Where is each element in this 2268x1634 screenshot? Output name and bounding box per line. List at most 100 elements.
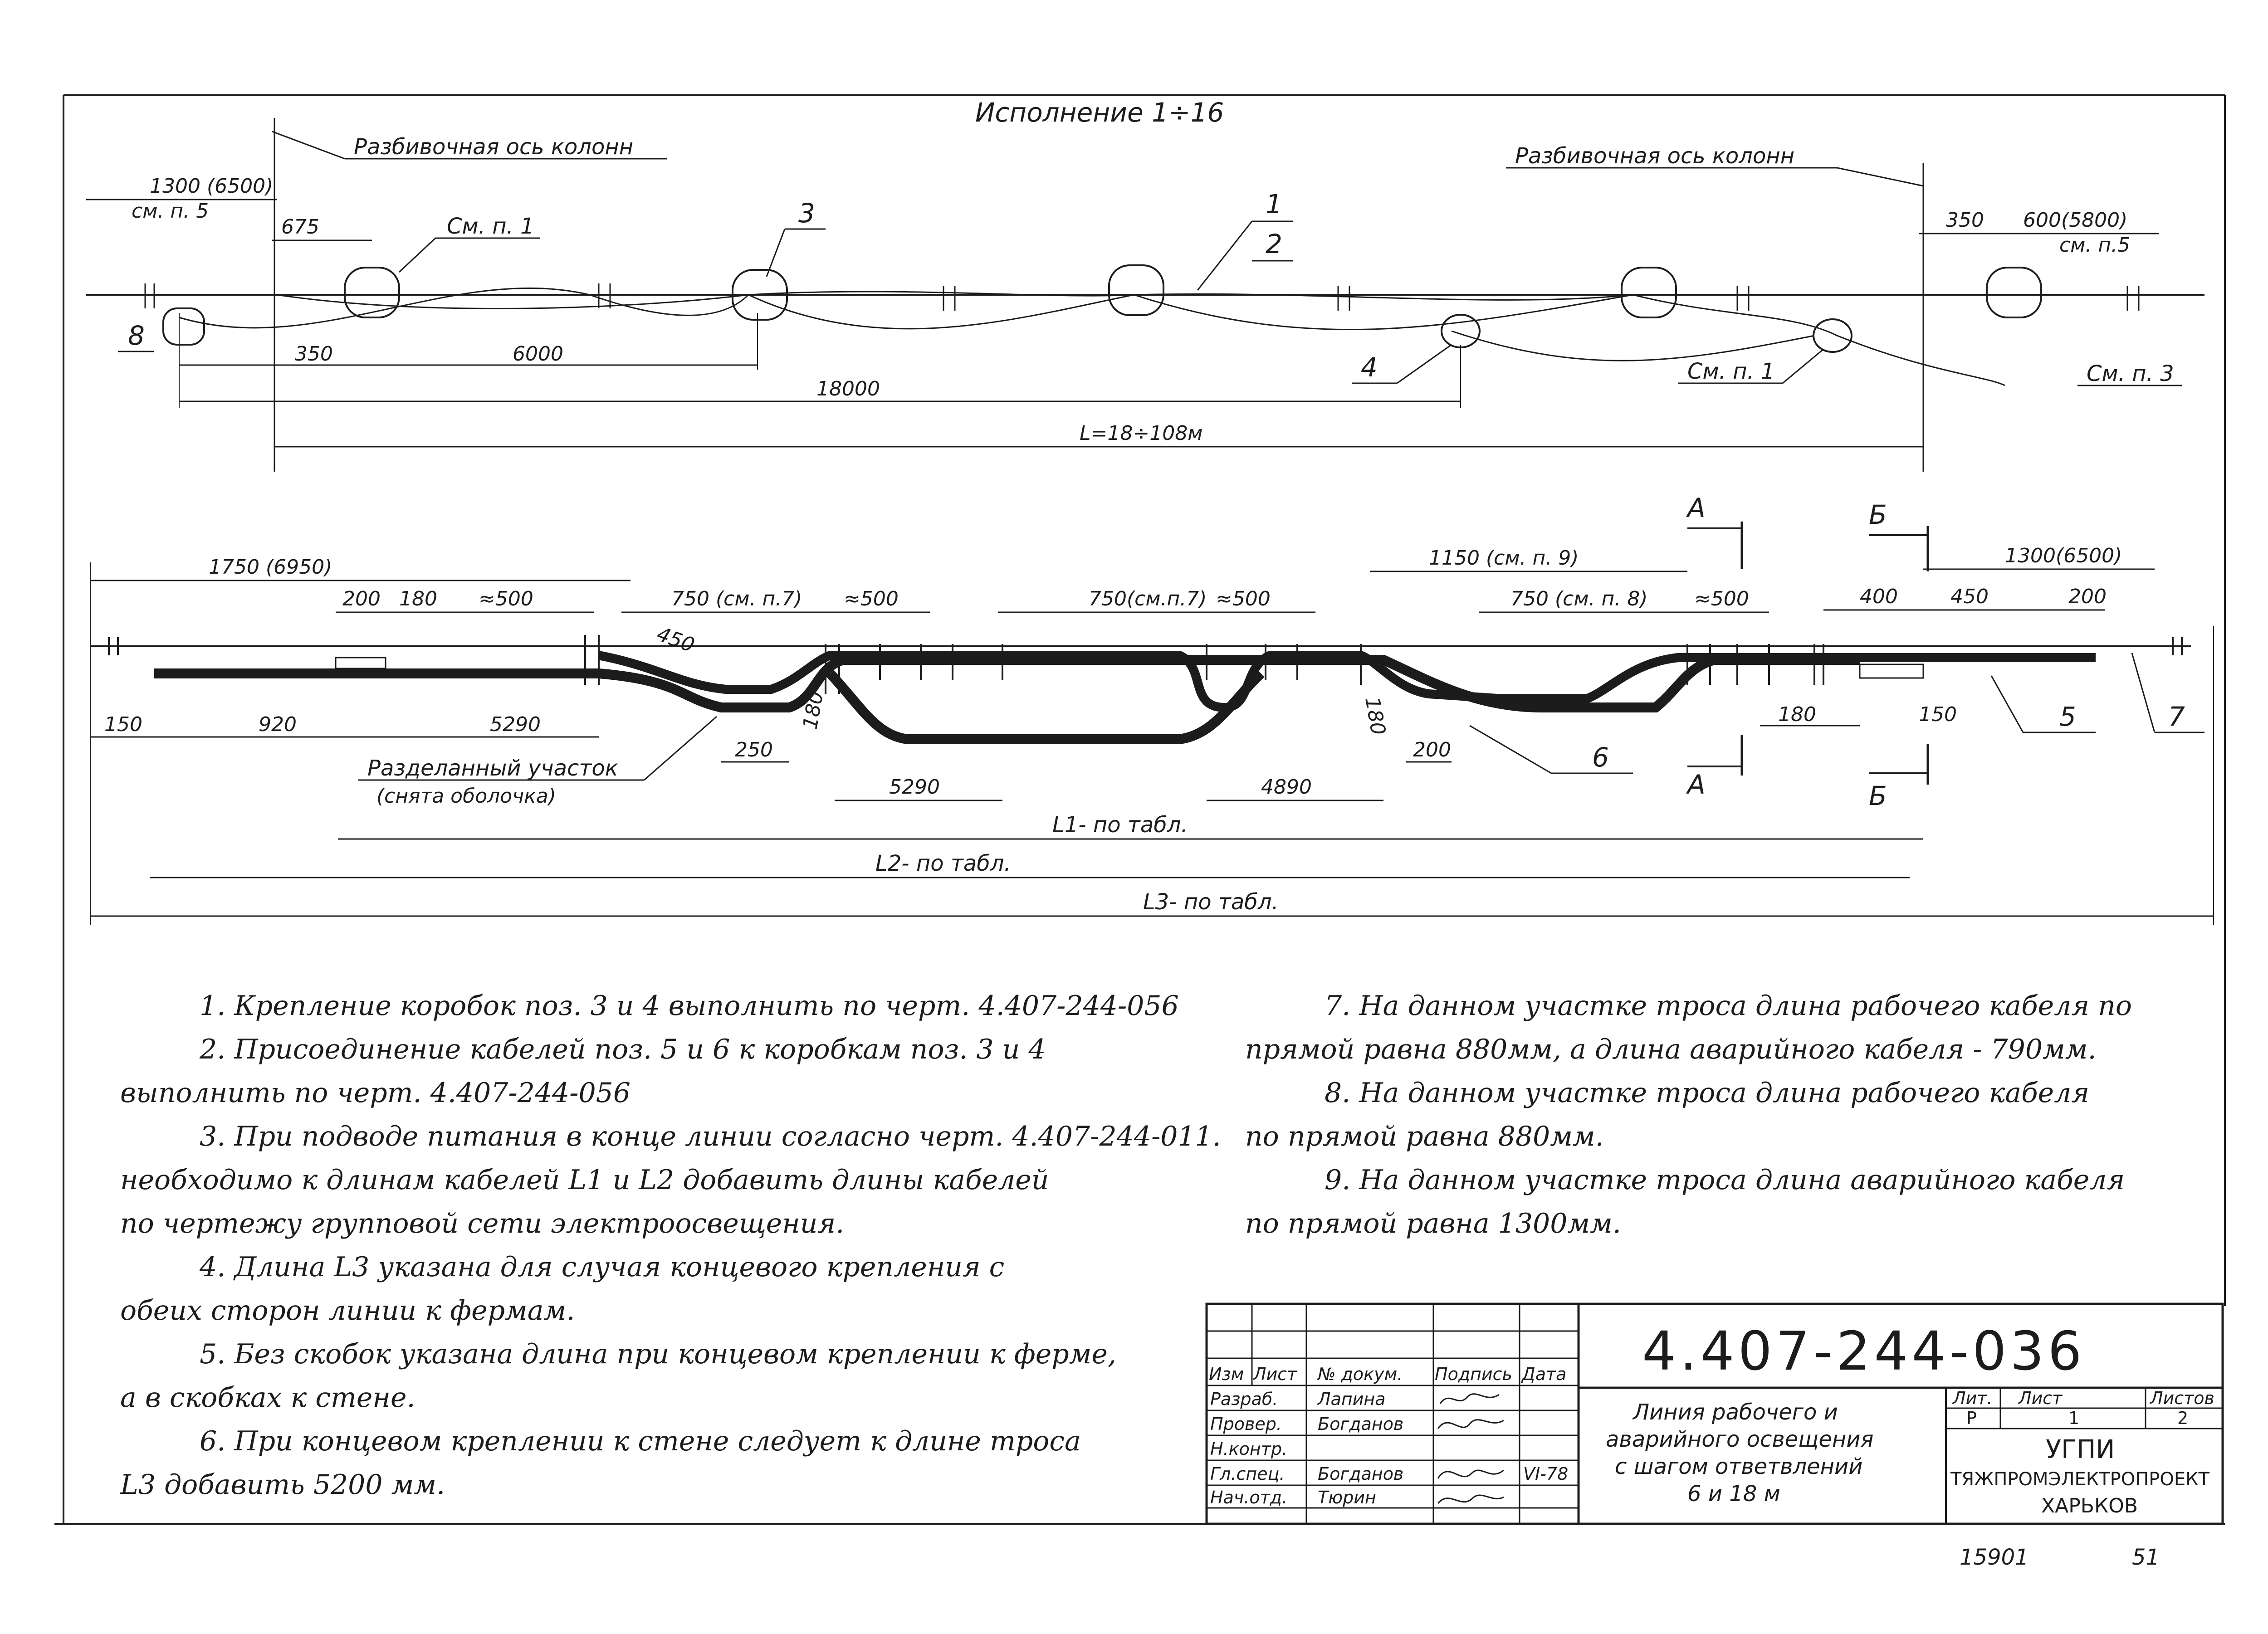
cut-label: Разделанный участок xyxy=(367,756,618,781)
dim-500d: ≈500 xyxy=(1694,587,1749,610)
tb-role-2: Н.контр. xyxy=(1210,1439,1287,1459)
note-left-6: 4. Длина L3 указана для случая концевого… xyxy=(200,1251,1005,1283)
tb-list-label: Лист xyxy=(2018,1388,2063,1408)
see-note-1a: См. п. 1 xyxy=(447,214,534,239)
dim-250: 250 xyxy=(735,738,773,761)
pos-1: 1 xyxy=(1266,189,1282,219)
tb-org-3: ХАРЬКОВ xyxy=(2041,1494,2138,1517)
dim-18000: 18000 xyxy=(816,377,880,400)
dim-200b: 200 xyxy=(2068,585,2107,608)
dim-L3: L3- по табл. xyxy=(1143,889,1279,915)
dim-200a: 200 xyxy=(342,587,381,610)
note-left-10: 6. При концевом креплении к стене следуе… xyxy=(200,1425,1081,1457)
tb-name-3: Богданов xyxy=(1318,1464,1403,1484)
tb-h-doc: № докум. xyxy=(1317,1364,1403,1384)
section-a-bottom: А xyxy=(1686,769,1706,800)
note-left-0: 1. Крепление коробок поз. 3 и 4 выполнит… xyxy=(200,990,1179,1022)
dim-1150: 1150 (см. п. 9) xyxy=(1429,546,1579,570)
tb-date: VI-78 xyxy=(1523,1464,1568,1484)
see-note-3: См. п. 3 xyxy=(2087,361,2174,386)
dim-L1: L1- по табл. xyxy=(1052,812,1188,838)
dim-200c: 200 xyxy=(1413,738,1451,761)
dim-5290b: 5290 xyxy=(889,776,940,799)
note-left-4: необходимо к длинам кабелей L1 и L2 доба… xyxy=(120,1164,1049,1196)
dim-180a: 180 xyxy=(399,587,437,610)
pos-6: 6 xyxy=(1592,742,1609,773)
dim-500c: ≈500 xyxy=(1216,587,1271,610)
dim-see5-left: см. п. 5 xyxy=(132,200,209,223)
dim-4890: 4890 xyxy=(1261,776,1312,799)
footer-num-2: 51 xyxy=(2132,1545,2160,1570)
note-left-3: 3. При подводе питания в конце линии сог… xyxy=(200,1121,1221,1152)
pos-7: 7 xyxy=(2168,701,2185,732)
dim-450b: 450 xyxy=(1950,585,1989,608)
dim-500b: ≈500 xyxy=(844,587,899,610)
dim-750c: 750 (см. п. 8) xyxy=(1510,587,1647,610)
dim-1300b: 1300(6500) xyxy=(2005,544,2122,567)
title-block: Изм Лист № докум. Подпись Дата Разраб. П… xyxy=(1205,1302,2224,1525)
bottom-view: 1750 (6950) 200 180 ≈500 750 (см. п.7) ≈… xyxy=(90,493,2214,925)
note-left-9: а в скобках к стене. xyxy=(120,1382,415,1414)
dim-1300: 1300 (6500) xyxy=(150,175,273,198)
dim-400: 400 xyxy=(1860,585,1898,608)
box-pos3-3 xyxy=(1108,264,1164,316)
tb-title-0: Линия рабочего и xyxy=(1632,1400,1838,1425)
section-b-bottom: Б xyxy=(1869,780,1887,811)
tb-role-1: Провер. xyxy=(1210,1414,1282,1434)
dim-1750: 1750 (6950) xyxy=(209,556,332,579)
note-right-3: по прямой равна 880мм. xyxy=(1245,1121,1604,1152)
dim-180d: 180 xyxy=(1778,703,1816,726)
tb-role-0: Разраб. xyxy=(1210,1389,1278,1409)
box-pos4-1 xyxy=(1441,314,1481,348)
dim-450a: 450 xyxy=(654,622,697,657)
dim-see5-right: см. п.5 xyxy=(2059,234,2130,257)
tb-title-1: аварийного освещения xyxy=(1606,1427,1873,1452)
tb-title-2: с шагом ответвлений xyxy=(1615,1454,1862,1479)
dim-920: 920 xyxy=(259,713,297,736)
tb-org-1: УГПИ xyxy=(2046,1435,2115,1464)
box-pos3-4 xyxy=(1621,267,1677,318)
pos-2: 2 xyxy=(1266,229,1282,259)
top-view: Исполнение 1÷16 Разбивочная ось колонн Р… xyxy=(86,97,2204,472)
note-left-7: обеих сторон линии к фермам. xyxy=(120,1295,575,1327)
pos-3: 3 xyxy=(798,198,815,229)
section-a-top: А xyxy=(1686,493,1706,523)
note-right-5: по прямой равна 1300мм. xyxy=(1245,1208,1621,1239)
tb-title-3: 6 и 18 м xyxy=(1687,1481,1780,1507)
dim-6000: 6000 xyxy=(513,342,563,366)
dim-675: 675 xyxy=(281,215,319,239)
note-right-2: 8. На данном участке троса длина рабочег… xyxy=(1325,1077,2090,1109)
dim-750b: 750(см.п.7) xyxy=(1089,587,1207,610)
box-pos3-5 xyxy=(1986,267,2042,318)
note-right-1: прямой равна 880мм, а длина аварийного к… xyxy=(1245,1034,2097,1065)
tb-role-3: Гл.спец. xyxy=(1210,1464,1285,1484)
tb-listov-label: Листов xyxy=(2149,1388,2214,1408)
box-pos8 xyxy=(162,307,205,346)
dim-L: L=18÷108м xyxy=(1080,422,1202,445)
note-left-8: 5. Без скобок указана длина при концевом… xyxy=(200,1338,1116,1370)
section-b-top: Б xyxy=(1869,499,1887,530)
pos-4: 4 xyxy=(1361,352,1378,383)
note-right-4: 9. На данном участке троса длина аварийн… xyxy=(1325,1164,2125,1196)
note-left-1: 2. Присоединение кабелей поз. 5 и 6 к ко… xyxy=(200,1034,1046,1065)
axis-label-right: Разбивочная ось колонн xyxy=(1515,143,1794,169)
see-note-1b: См. п. 1 xyxy=(1687,359,1775,384)
box-pos3-2 xyxy=(732,269,788,321)
note-right-0: 7. На данном участке троса длина рабочег… xyxy=(1325,990,2132,1022)
pos-5: 5 xyxy=(2059,701,2076,732)
box-pos3-1 xyxy=(344,267,400,318)
tb-listov-val: 2 xyxy=(2177,1408,2188,1428)
tb-h-sign: Подпись xyxy=(1435,1364,1512,1384)
tb-role-4: Нач.отд. xyxy=(1210,1488,1287,1507)
dim-L2: L2- по табл. xyxy=(875,851,1011,876)
note-left-5: по чертежу групповой сети электроосвещен… xyxy=(120,1208,845,1239)
tb-h-izm: Изм xyxy=(1209,1364,1244,1384)
tb-name-1: Богданов xyxy=(1318,1414,1403,1434)
tb-h-date: Дата xyxy=(1521,1364,1566,1384)
tb-org-2: ТЯЖПРОМЭЛЕКТРОПРОЕКТ xyxy=(1950,1469,2210,1490)
pos-8: 8 xyxy=(128,320,145,351)
dim-150a: 150 xyxy=(104,713,142,736)
tb-name-4: Тюрин xyxy=(1318,1488,1376,1507)
signatures xyxy=(1437,1393,1504,1504)
footer-num-1: 15901 xyxy=(1960,1545,2029,1570)
